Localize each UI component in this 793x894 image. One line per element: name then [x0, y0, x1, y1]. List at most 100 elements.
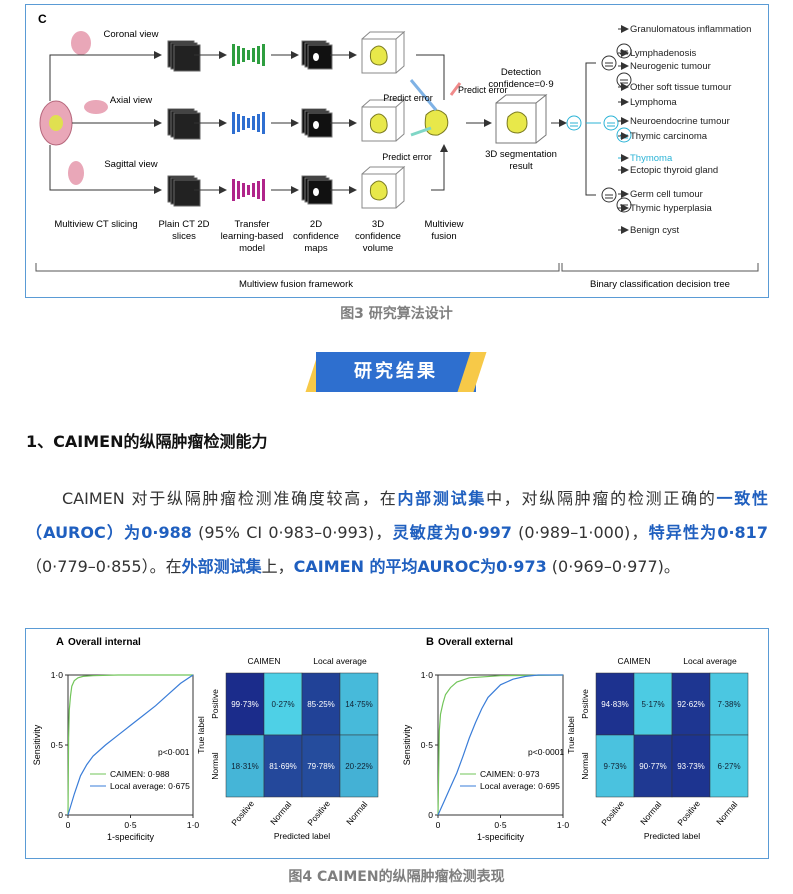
tree-root-branch: [585, 62, 596, 196]
axial-thumb-icon: [84, 100, 108, 114]
paragraph-text: (0·969–0·977)。: [546, 557, 680, 576]
fusion-in-sagittal: [431, 144, 448, 191]
ct-slice-icon: [167, 175, 201, 207]
cm-cell: [301, 734, 341, 798]
cm-cell: [225, 672, 265, 736]
legend-entry: Local average: 0·675: [110, 781, 190, 791]
fusion-blob-icon: [424, 109, 449, 136]
cm-cell: [709, 734, 749, 798]
cm-cell: [595, 734, 635, 798]
highlighted-text: 内部测试集: [397, 489, 487, 508]
y-axis-label: Sensitivity: [32, 724, 42, 765]
cm-cell-value: 90·77%: [639, 762, 667, 771]
figure-3-diagram: C Coronal view Axial view Sagittal view …: [35, 12, 759, 290]
cm-cell-value: 14·75%: [345, 700, 373, 709]
y-axis-label: Sensitivity: [402, 724, 412, 765]
paragraph-text: 中，对纵隔肿瘤的检测正确的: [486, 489, 717, 508]
panel-letter: B: [426, 636, 434, 648]
cm-cell-value: 92·62%: [677, 700, 705, 709]
cm-cell: [339, 734, 379, 798]
cm-cell-value: 93·73%: [677, 762, 705, 771]
legend-entry: CAIMEN: 0·988: [110, 769, 170, 779]
cm-cell-value: 85·25%: [307, 700, 335, 709]
tree-leaf-label: Other soft tissue tumour: [630, 82, 731, 93]
tree-leaf-label: Thymoma: [630, 153, 673, 164]
section-banner: 研究结果: [305, 352, 487, 392]
sagittal-thumb-icon: [68, 161, 84, 185]
fusion-in-top: [409, 79, 438, 111]
confidence-volume-icon: [361, 98, 406, 142]
cm-cell-value: 18·31%: [231, 762, 259, 771]
highlighted-text: 外部测试集: [181, 557, 262, 576]
sagittal-branch: [49, 145, 162, 194]
banner-bar: [316, 352, 476, 392]
y-tick-label: 0: [58, 810, 63, 820]
x-tick-label: 1·0: [557, 820, 570, 830]
cm-col-label: Normal: [344, 799, 369, 826]
paragraph-text: 上，: [261, 557, 294, 576]
cm-x-label: Predicted label: [644, 831, 700, 841]
cm-col-label: Positive: [305, 798, 332, 827]
cm-cell: [633, 734, 673, 798]
coronal-thumb-icon: [71, 31, 91, 55]
tree-leaf-label: Lymphoma: [630, 97, 677, 108]
tree-leaf-label: Neuroendocrine tumour: [630, 116, 730, 127]
stage-label: Multiview CT slicing: [54, 219, 137, 230]
cm-cell-value: 94·83%: [601, 700, 629, 709]
fusion-error-mark: [449, 82, 462, 96]
cm-row-label: Normal: [210, 752, 220, 780]
cm-header: Local average: [313, 656, 367, 666]
body-figure-icon: [39, 100, 73, 146]
panel-letter: C: [38, 12, 47, 26]
confidence-volume-icon: [361, 30, 406, 74]
predict-error-label-1: Predict error: [383, 93, 433, 103]
tree-leaf-label: Granulomatous inflammation: [630, 24, 751, 35]
cm-col-label: Positive: [675, 798, 702, 827]
tree-bracket: [561, 263, 759, 272]
figure-3-caption: 图3 研究算法设计: [340, 306, 453, 322]
model-layers-icon: [232, 44, 265, 66]
y-tick-label: 0: [428, 810, 433, 820]
tree-leaf-label: Lymphadenosis: [630, 48, 696, 59]
cm-row-label: Positive: [210, 689, 220, 719]
highlighted-text: CAIMEN 的平均AUROC为0·973: [293, 557, 547, 576]
panel-title: Overall internal: [68, 637, 141, 648]
cm-cell-value: 6·27%: [717, 762, 740, 771]
panel-letter: A: [56, 636, 64, 648]
paragraph-text: (95% CI 0·983–0·993)，: [191, 523, 393, 542]
tree-leaf-label: Thymic carcinoma: [630, 131, 708, 142]
cm-col-label: Normal: [638, 799, 663, 826]
paragraph-text: (0·989–1·000)，: [511, 523, 649, 542]
model-layers-icon: [232, 112, 265, 134]
result-paragraph: CAIMEN 对于纵隔肿瘤检测准确度较高，在内部测试集中，对纵隔肿瘤的检测正确的…: [26, 482, 768, 584]
tree-node-icon: [616, 72, 632, 88]
cm-col-label: Positive: [599, 798, 626, 827]
framework-label: Multiview fusion framework: [239, 279, 353, 290]
pipeline-row-0: [167, 30, 406, 74]
cm-header: CAIMEN: [617, 656, 650, 666]
cm-cell-value: 20·22%: [345, 762, 373, 771]
tree-node-icon: [601, 55, 617, 71]
legend-entry: CAIMEN: 0·973: [480, 769, 540, 779]
tree-leaf-label: Germ cell tumour: [630, 189, 703, 200]
x-tick-label: 0: [66, 820, 71, 830]
cm-cell: [263, 672, 303, 736]
cm-cell-value: 0·27%: [271, 700, 294, 709]
tree-leaf-label: Ectopic thyroid gland: [630, 165, 718, 176]
cm-col-label: Positive: [229, 798, 256, 827]
coronal-branch: [49, 51, 162, 101]
tree-node-icon: [616, 43, 632, 59]
tree-node-icon: [616, 197, 632, 213]
y-tick-label: 1·0: [421, 670, 434, 680]
fusion-in-bottom: [410, 126, 432, 137]
result-heading: 1、CAIMEN的纵隔肿瘤检测能力: [26, 432, 268, 451]
